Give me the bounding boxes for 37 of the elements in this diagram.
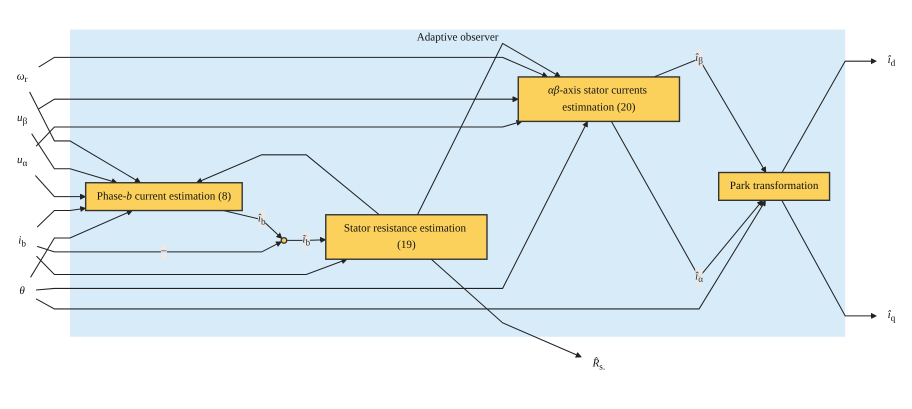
arrow: [36, 200, 766, 310]
edge-label: −: [160, 246, 168, 258]
arrow: [34, 175, 86, 200]
arrow: [36, 242, 282, 253]
node-text: î$_{d}$: [888, 54, 896, 68]
arrow: [781, 200, 877, 320]
node-text: ω$_{r}$: [16, 70, 28, 84]
node-box: αβ-axis stator currents estimnation (20): [518, 76, 680, 122]
node-text: R̂$_{s.}$: [592, 358, 606, 372]
node-text: i$_{b}$: [18, 234, 26, 249]
arrow: [196, 154, 380, 216]
node-box: Stator resistance estimation (19): [325, 214, 488, 260]
arrow: [430, 258, 582, 358]
arrow: [29, 92, 141, 184]
arrow: [38, 96, 519, 110]
arrow: [30, 210, 133, 278]
arrow: [31, 134, 118, 184]
arrow: [36, 120, 522, 147]
node-text: θ: [19, 285, 25, 297]
edge-label: î$_{α}$: [695, 270, 704, 284]
node-text: u$_{β}$: [17, 112, 28, 126]
arrow: [36, 121, 588, 291]
arrow: [782, 58, 877, 173]
arrow: [36, 256, 348, 276]
arrow: [286, 236, 326, 244]
node-circle: [280, 237, 288, 244]
node-box: Park transformation: [718, 172, 830, 202]
edge-label: ĩ$_{b}$: [302, 233, 310, 248]
node-box: Phase-b current estimation (8): [84, 182, 243, 212]
arrow: [654, 58, 766, 173]
edge-label: î$_{b}$: [258, 212, 266, 227]
arrow: [416, 42, 561, 216]
node-text: î$_{q}$: [888, 308, 896, 324]
edge-label: î$_{β}$: [695, 52, 703, 66]
arrow: [38, 56, 548, 78]
node-text: u$_{α}$: [16, 154, 28, 168]
arrow: [36, 206, 86, 228]
